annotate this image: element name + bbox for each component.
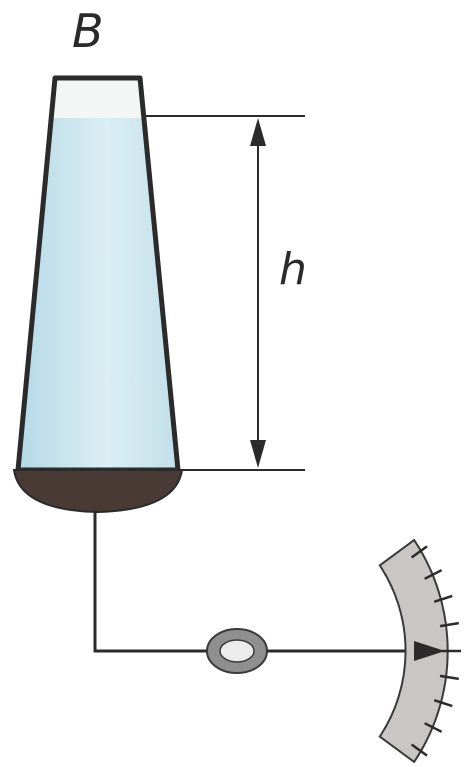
gauge-tick — [433, 594, 453, 604]
gauge-pointer-arrowhead — [414, 641, 445, 661]
arrowhead-up — [250, 118, 266, 146]
gauge — [378, 538, 461, 764]
vessel-liquid — [18, 118, 178, 470]
connecting-tube — [93, 510, 422, 653]
gauge-tick — [410, 545, 428, 559]
arrowhead-down — [250, 440, 266, 468]
gauge-tick — [433, 698, 453, 708]
height-label: h — [279, 244, 307, 295]
gauge-tick — [424, 569, 443, 580]
gauge-tick — [439, 621, 460, 628]
gauge-tick — [410, 743, 428, 757]
height-dimension — [143, 115, 305, 471]
vessel-base — [12, 469, 184, 514]
gauge-ticks — [410, 545, 461, 757]
vessel-air-gap — [52, 78, 143, 118]
valve — [206, 628, 268, 674]
gauge-tick — [439, 674, 460, 681]
vessel-label: B — [72, 4, 104, 58]
vessel — [12, 75, 184, 514]
gauge-tick — [424, 722, 443, 733]
gauge-face — [378, 538, 449, 764]
